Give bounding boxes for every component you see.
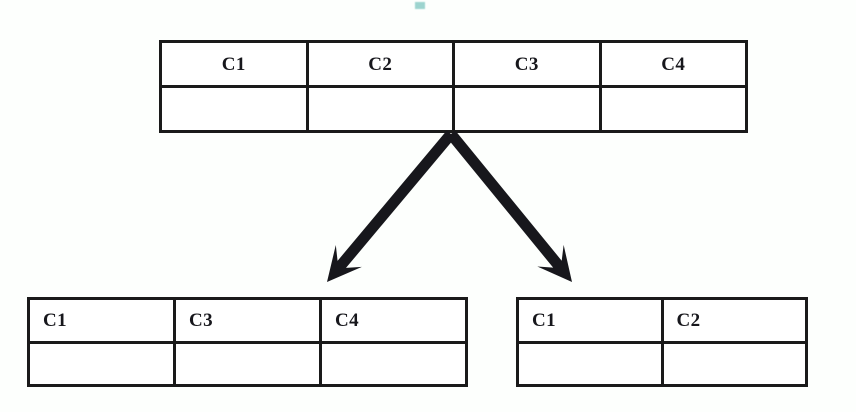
data-cell [455, 88, 602, 130]
header-cell-c1: C1 [519, 300, 664, 341]
header-label: C4 [661, 53, 686, 75]
table-row [162, 88, 745, 130]
header-cell-c3: C3 [455, 43, 602, 85]
table-header-row: C1 C2 [519, 300, 805, 344]
data-cell [309, 88, 455, 130]
header-cell-c2: C2 [664, 300, 806, 341]
header-cell-c4: C4 [322, 300, 465, 341]
header-label: C1 [43, 310, 68, 331]
data-cell [176, 344, 322, 384]
header-label: C2 [368, 53, 393, 75]
table-decomposed-relation-2: C1 C2 [516, 297, 808, 387]
header-label: C1 [221, 53, 246, 75]
data-cell [30, 344, 176, 384]
header-label: C2 [676, 310, 701, 331]
table-row [519, 344, 805, 384]
data-cell [322, 344, 465, 384]
header-label: C3 [189, 310, 214, 331]
header-label: C4 [335, 310, 360, 331]
header-label: C1 [532, 310, 557, 331]
arrow-to-right-table [446, 130, 572, 282]
data-cell [664, 344, 806, 384]
table-original-relation: C1 C2 C3 C4 [159, 40, 748, 133]
header-label: C3 [514, 53, 539, 75]
header-cell-c4: C4 [602, 43, 746, 85]
data-cell [602, 88, 746, 130]
header-cell-c1: C1 [30, 300, 176, 341]
data-cell [162, 88, 309, 130]
header-cell-c3: C3 [176, 300, 322, 341]
arrow-to-left-table [327, 130, 456, 282]
table-header-row: C1 C2 C3 C4 [162, 43, 745, 88]
data-cell [519, 344, 664, 384]
table-row [30, 344, 465, 384]
table-header-row: C1 C3 C4 [30, 300, 465, 344]
decomposition-arrows [327, 130, 572, 282]
header-cell-c1: C1 [162, 43, 309, 85]
table-decomposed-relation-1: C1 C3 C4 [27, 297, 468, 387]
header-cell-c2: C2 [309, 43, 455, 85]
scan-artifact [415, 2, 425, 9]
